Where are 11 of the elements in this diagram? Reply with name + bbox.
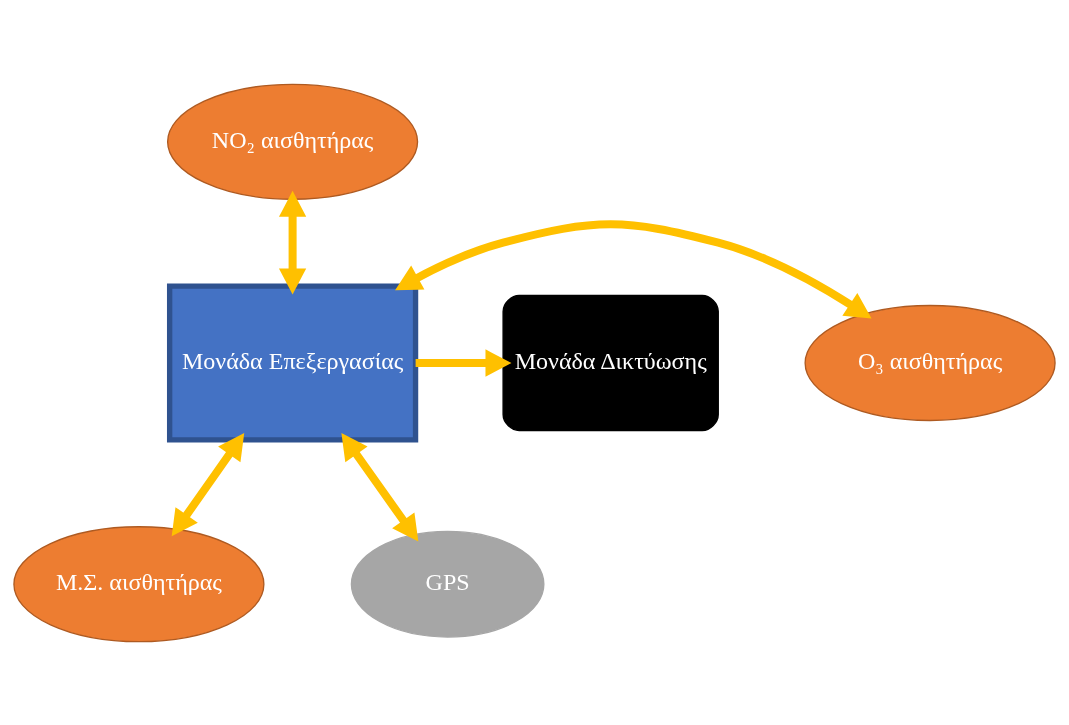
node-box: Μονάδα Δικτύωσης [502,294,719,431]
node-ellipse: Μ.Σ. αισθητήρας [13,525,265,642]
node-ellipse: NO₂ αισθητήρας [166,83,419,200]
arrow [415,348,512,377]
node-box: Μονάδα Επεξεργασίας [166,282,419,443]
arrow [395,219,872,319]
arrow [341,432,419,542]
arrow [278,190,307,294]
arrow [171,432,245,536]
node-ellipse: O₃ αισθητήρας [804,304,1056,421]
node-ellipse: GPS [350,530,545,638]
